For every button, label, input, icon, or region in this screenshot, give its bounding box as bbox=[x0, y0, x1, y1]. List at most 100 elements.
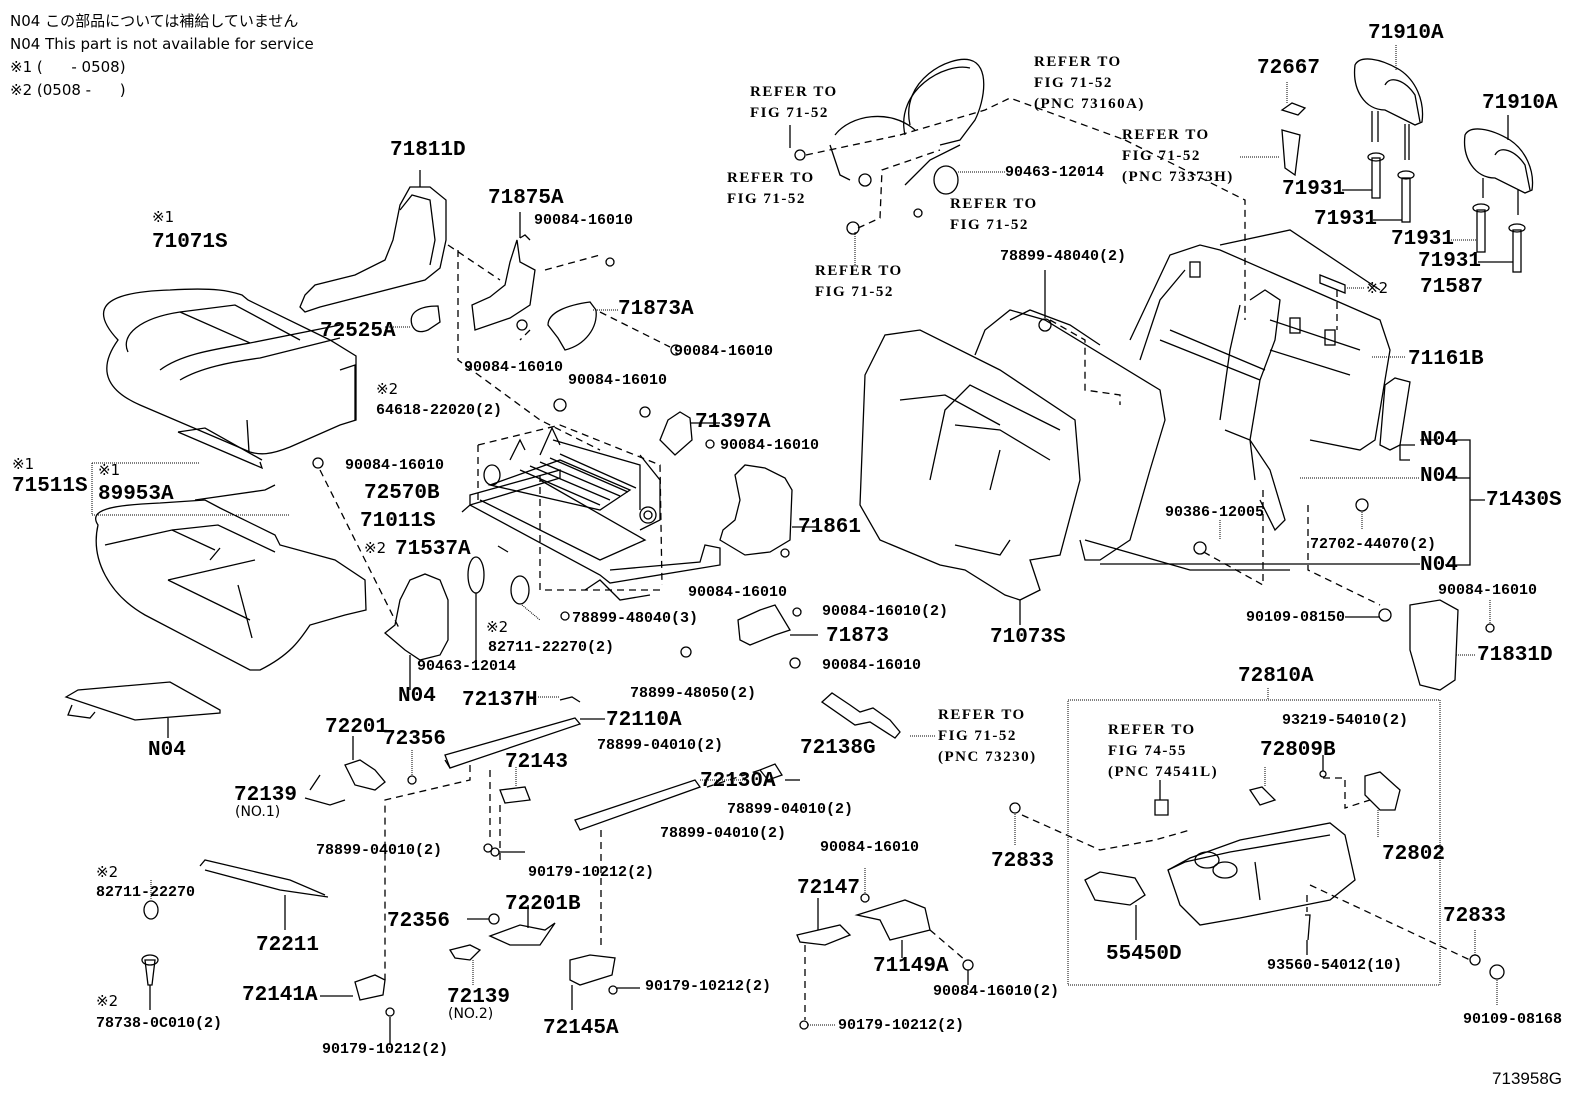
part-label-72139[interactable]: 72139 bbox=[447, 986, 511, 1009]
part-label-90084-16010[interactable]: 90084-16010 bbox=[720, 437, 820, 454]
part-label-72802[interactable]: 72802 bbox=[1382, 843, 1446, 866]
bracket-line bbox=[91, 462, 290, 516]
part-label-64618-22020[interactable]: 64618-22020(2) bbox=[376, 402, 503, 419]
part-label-93219-54010[interactable]: 93219-54010(2) bbox=[1282, 712, 1409, 729]
part-label-90084-16010[interactable]: 90084-16010 bbox=[534, 212, 634, 229]
part-label-72356[interactable]: 72356 bbox=[383, 728, 447, 751]
part-label-72145A[interactable]: 72145A bbox=[543, 1017, 619, 1040]
refer-to-fig-71-52[interactable]: REFER TO FIG 71-52 bbox=[750, 84, 838, 121]
part-label-90084-16010[interactable]: 90084-16010 bbox=[688, 584, 788, 601]
part-label-71511S[interactable]: 71511S bbox=[12, 475, 88, 498]
refer-to-fig-71-52-pnc-73160a[interactable]: REFER TO FIG 71-52 (PNC 73160A) bbox=[1034, 54, 1145, 112]
small-parts-drawing bbox=[141, 736, 974, 1045]
part-label-72667[interactable]: 72667 bbox=[1257, 57, 1321, 80]
part-label-90463-12014[interactable]: 90463-12014 bbox=[1005, 164, 1105, 181]
refer-to-fig-71-52-pnc-73373h[interactable]: REFER TO FIG 71-52 (PNC 73373H) bbox=[1122, 127, 1234, 185]
part-label-71931[interactable]: 71931 bbox=[1282, 178, 1346, 201]
part-label-90084-16010[interactable]: 90084-16010(2) bbox=[933, 983, 1060, 1000]
part-label-78899-04010[interactable]: 78899-04010(2) bbox=[660, 825, 787, 842]
left-side-cover-drawing bbox=[383, 573, 449, 690]
part-label-82711-22270[interactable]: 82711-22270 bbox=[96, 884, 196, 901]
part-label-71873A[interactable]: 71873A bbox=[618, 298, 694, 321]
part-label-72137H[interactable]: 72137H bbox=[462, 689, 538, 712]
part-label-78738-0C010[interactable]: 78738-0C010(2) bbox=[96, 1015, 223, 1032]
part-label-N04[interactable]: N04 bbox=[398, 685, 436, 708]
part-label-71831D[interactable]: 71831D bbox=[1477, 644, 1553, 667]
part-label-90084-16010[interactable]: 90084-16010(2) bbox=[822, 603, 949, 620]
part-label-89953A[interactable]: 89953A bbox=[98, 483, 174, 506]
part-label-N04[interactable]: N04 bbox=[148, 739, 186, 762]
pad-drawing bbox=[64, 681, 221, 738]
part-label-90179-10212[interactable]: 90179-10212(2) bbox=[322, 1041, 449, 1058]
part-label-72130A[interactable]: 72130A bbox=[700, 770, 776, 793]
part-label-90109-08168[interactable]: 90109-08168 bbox=[1463, 1011, 1563, 1028]
part-label-72138G[interactable]: 72138G bbox=[800, 737, 876, 760]
part-label-72147[interactable]: 72147 bbox=[797, 877, 861, 900]
part-label-71430S[interactable]: 71430S bbox=[1486, 489, 1562, 512]
part-label-72702-44070[interactable]: 72702-44070(2) bbox=[1310, 536, 1437, 553]
part-label-78899-48050[interactable]: 78899-48050(2) bbox=[630, 685, 757, 702]
part-label-71811D[interactable]: 71811D bbox=[390, 139, 466, 162]
part-label-72139[interactable]: 72139 bbox=[234, 784, 298, 807]
part-label-72201B[interactable]: 72201B bbox=[505, 893, 581, 916]
part-label-90084-16010[interactable]: 90084-16010 bbox=[674, 343, 774, 360]
part-label-78899-04010[interactable]: 78899-04010(2) bbox=[316, 842, 443, 859]
part-label-90463-12014[interactable]: 90463-12014 bbox=[417, 658, 517, 675]
part-label-72833[interactable]: 72833 bbox=[1443, 905, 1507, 928]
part-label-90386-12005[interactable]: 90386-12005 bbox=[1165, 504, 1265, 521]
part-label-71161B[interactable]: 71161B bbox=[1408, 348, 1484, 371]
refer-to-fig-71-52[interactable]: REFER TO FIG 71-52 bbox=[727, 170, 815, 207]
part-label-71397A[interactable]: 71397A bbox=[695, 411, 771, 434]
part-label-71071S[interactable]: 71071S bbox=[152, 231, 228, 254]
part-label-72141A[interactable]: 72141A bbox=[242, 984, 318, 1007]
part-label-71910A[interactable]: 71910A bbox=[1482, 92, 1558, 115]
refer-to-fig-71-52[interactable]: REFER TO FIG 71-52 bbox=[950, 196, 1038, 233]
part-label-78899-04010[interactable]: 78899-04010(2) bbox=[727, 801, 854, 818]
part-label-72356[interactable]: 72356 bbox=[387, 910, 451, 933]
part-label-72809B[interactable]: 72809B bbox=[1260, 739, 1336, 762]
part-label-71861[interactable]: 71861 bbox=[798, 516, 862, 539]
part-label-90084-16010[interactable]: 90084-16010 bbox=[464, 359, 564, 376]
refer-to-fig-71-52-pnc-73230[interactable]: REFER TO FIG 71-52 (PNC 73230) bbox=[938, 707, 1037, 765]
part-label-71931[interactable]: 71931 bbox=[1418, 250, 1482, 273]
part-label-N04[interactable]: N04 bbox=[1420, 465, 1458, 488]
part-label-71011S[interactable]: 71011S bbox=[360, 510, 436, 533]
part-label-93560-54012[interactable]: 93560-54012(10) bbox=[1267, 957, 1403, 974]
part-label-90084-16010[interactable]: 90084-16010 bbox=[820, 839, 920, 856]
part-label-82711-22270[interactable]: 82711-22270(2) bbox=[488, 639, 615, 656]
part-label-72525A[interactable]: 72525A bbox=[320, 320, 396, 343]
part-label-90109-08150[interactable]: 90109-08150 bbox=[1246, 609, 1346, 626]
part-label-78899-48040[interactable]: 78899-48040(2) bbox=[1000, 248, 1127, 265]
part-label-71875A[interactable]: 71875A bbox=[488, 187, 564, 210]
part-label-72211[interactable]: 72211 bbox=[256, 934, 320, 957]
part-label-72833[interactable]: 72833 bbox=[991, 850, 1055, 873]
part-label-N04[interactable]: N04 bbox=[1420, 429, 1458, 452]
part-label-90179-10212[interactable]: 90179-10212(2) bbox=[838, 1017, 965, 1034]
part-label-90179-10212[interactable]: 90179-10212(2) bbox=[645, 978, 772, 995]
part-label-71149A[interactable]: 71149A bbox=[873, 955, 949, 978]
part-label-90084-16010[interactable]: 90084-16010 bbox=[1438, 582, 1538, 599]
part-label-72810A[interactable]: 72810A bbox=[1238, 665, 1314, 688]
part-label-90084-16010[interactable]: 90084-16010 bbox=[568, 372, 668, 389]
refer-to-fig-74-55-pnc-74541l[interactable]: REFER TO FIG 74-55 (PNC 74541L) bbox=[1108, 722, 1219, 780]
refer-to-fig-71-52[interactable]: REFER TO FIG 71-52 bbox=[815, 263, 903, 300]
part-label-71910A[interactable]: 71910A bbox=[1368, 22, 1444, 45]
part-label-71587[interactable]: 71587 bbox=[1420, 276, 1484, 299]
part-label-71931[interactable]: 71931 bbox=[1391, 228, 1455, 251]
part-label-71073S[interactable]: 71073S bbox=[990, 626, 1066, 649]
part-label-71931[interactable]: 71931 bbox=[1314, 208, 1378, 231]
part-label-72201[interactable]: 72201 bbox=[325, 716, 389, 739]
part-label-78899-48040[interactable]: 78899-48040(3) bbox=[572, 610, 699, 627]
part-label-71537A[interactable]: 71537A bbox=[395, 538, 471, 561]
part-label-55450D[interactable]: 55450D bbox=[1106, 943, 1182, 966]
part-label-71873[interactable]: 71873 bbox=[826, 625, 890, 648]
part-label-72110A[interactable]: 72110A bbox=[606, 709, 682, 732]
part-label-N04[interactable]: N04 bbox=[1420, 554, 1458, 577]
part-label-78899-04010[interactable]: 78899-04010(2) bbox=[597, 737, 724, 754]
part-label-72570B[interactable]: 72570B bbox=[364, 482, 440, 505]
part-label-90179-10212[interactable]: 90179-10212(2) bbox=[528, 864, 655, 881]
part-label-72143[interactable]: 72143 bbox=[505, 751, 569, 774]
part-label-90084-16010[interactable]: 90084-16010 bbox=[345, 457, 445, 474]
part-label-72139-no2-suffix: (NO.2) bbox=[448, 1006, 494, 1022]
part-label-90084-16010[interactable]: 90084-16010 bbox=[822, 657, 922, 674]
